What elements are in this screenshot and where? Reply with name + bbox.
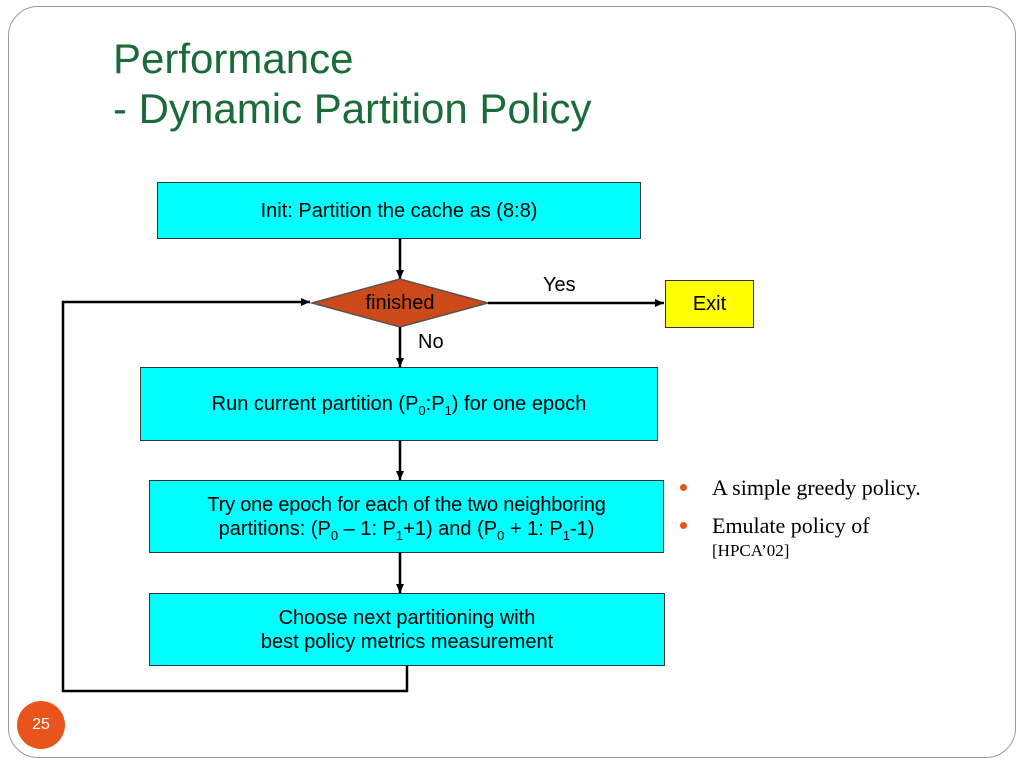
no-label: No	[418, 331, 444, 353]
page-number-badge: 25	[17, 701, 65, 749]
arrow-loop-back	[61, 298, 409, 693]
run-box: Run current partition (P0:P1) for one ep…	[140, 367, 658, 441]
bullet-item: A simple greedy policy.	[678, 474, 998, 502]
choose-box-line-2: best policy metrics measurement	[260, 630, 554, 653]
try-box-line-2: partitions: (P0 – 1: P1+1) and (P0 + 1: …	[218, 517, 595, 543]
title-line-2: - Dynamic Partition Policy	[113, 85, 592, 132]
bullet-text: Emulate policy of	[712, 513, 870, 538]
choose-box: Choose next partitioning with best polic…	[149, 593, 665, 666]
yes-label: Yes	[543, 274, 576, 296]
title-line-1: Performance	[113, 35, 354, 82]
slide-title: Performance - Dynamic Partition Policy	[113, 34, 591, 134]
bullet-dot-icon	[680, 522, 687, 529]
bullet-reference: [HPCA’02]	[712, 541, 790, 560]
bullet-item: Emulate policy of [HPCA’02]	[678, 512, 998, 562]
try-box: Try one epoch for each of the two neighb…	[149, 480, 664, 553]
bullet-dot-icon	[680, 484, 687, 491]
page-number: 25	[32, 716, 50, 733]
exit-box: Exit	[665, 280, 754, 328]
init-box-text: Init: Partition the cache as (8:8)	[260, 199, 538, 222]
exit-box-text: Exit	[692, 293, 727, 315]
choose-box-line-1: Choose next partitioning with	[278, 606, 536, 629]
decision-label: finished	[365, 292, 435, 314]
bullet-list: A simple greedy policy. Emulate policy o…	[678, 474, 998, 572]
run-box-text: Run current partition (P0:P1) for one ep…	[211, 393, 587, 418]
try-box-line-1: Try one epoch for each of the two neighb…	[207, 493, 606, 516]
bullet-text: A simple greedy policy.	[712, 475, 921, 500]
init-box: Init: Partition the cache as (8:8)	[157, 182, 641, 239]
